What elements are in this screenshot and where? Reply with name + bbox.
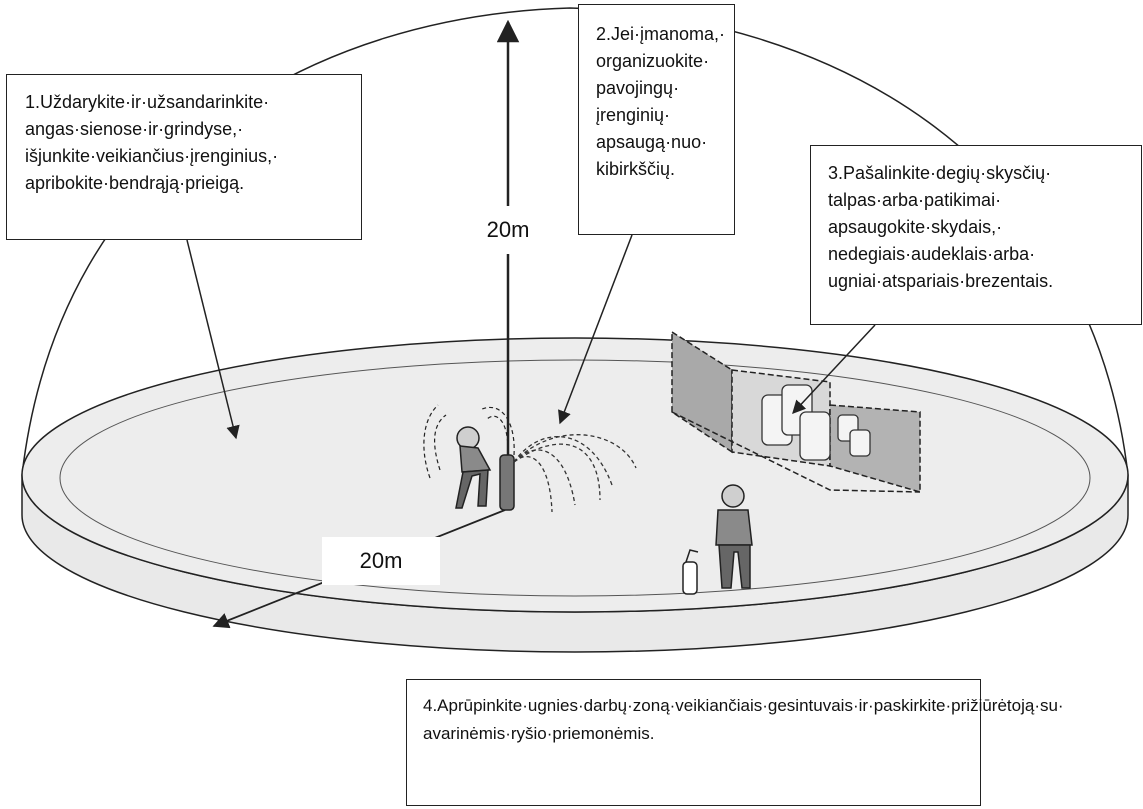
- fire-watcher-figure: [715, 484, 753, 589]
- callout-3-line-4: nedegiais·audeklais·arba·: [828, 244, 1036, 264]
- callout-3-arrow: [792, 324, 876, 414]
- callout-1-arrow: [186, 239, 240, 440]
- callout-2-line-6: kibirkščių.: [596, 159, 676, 179]
- callout-2-line-4: įrenginių·: [596, 105, 671, 125]
- callout-4-line-1: 4.Aprūpinkite·ugnies·darbų·zoną·veikianč…: [423, 696, 1064, 715]
- floor-disk-top: [21, 337, 1129, 613]
- height-dimension-label: 20m: [468, 206, 548, 254]
- callout-3-line-5: ugniai·atspariais·brezentais.: [828, 271, 1054, 291]
- callout-1-line-2: angas·sienose·ir·grindyse,·: [25, 119, 244, 139]
- callout-1-line-3: išjunkite·veikiančius·įrenginius,·: [25, 146, 279, 166]
- fire-extinguisher: [682, 549, 699, 595]
- callout-3: 3.Pašalinkite·degių·skysčių· talpas·arba…: [810, 145, 1142, 325]
- callout-2-line-1: 2.Jei·įmanoma,·: [596, 24, 726, 44]
- callout-4-line-2: avarinėmis·ryšio·priemonėmis.: [423, 724, 655, 743]
- callout-3-line-2: talpas·arba·patikimai·: [828, 190, 1002, 210]
- spark-spray: [513, 434, 637, 513]
- callout-3-line-3: apsaugokite·skydais,·: [828, 217, 1003, 237]
- callout-4: 4.Aprūpinkite·ugnies·darbų·zoną·veikianč…: [406, 679, 1064, 806]
- callout-1: 1.Uždarykite·ir·užsandarinkite· angas·si…: [6, 74, 362, 240]
- callout-1-line-4: apribokite·bendrąją·prieigą.: [25, 173, 245, 193]
- callout-3-line-1: 3.Pašalinkite·degių·skysčių·: [828, 163, 1052, 183]
- fuel-barrels: [761, 384, 871, 461]
- callout-2-arrow: [558, 234, 633, 425]
- callout-1-line-1: 1.Uždarykite·ir·užsandarinkite·: [25, 92, 270, 112]
- callout-2: 2.Jei·įmanoma,· organizuokite· pavojingų…: [578, 4, 735, 235]
- radius-dimension-label: 20m: [322, 537, 440, 585]
- callout-2-line-2: organizuokite·: [596, 51, 710, 71]
- welder-figure: [423, 404, 515, 511]
- callout-2-line-5: apsaugą·nuo·: [596, 132, 708, 152]
- floor-inner-ring: [59, 359, 1091, 597]
- callout-2-line-3: pavojingų·: [596, 78, 680, 98]
